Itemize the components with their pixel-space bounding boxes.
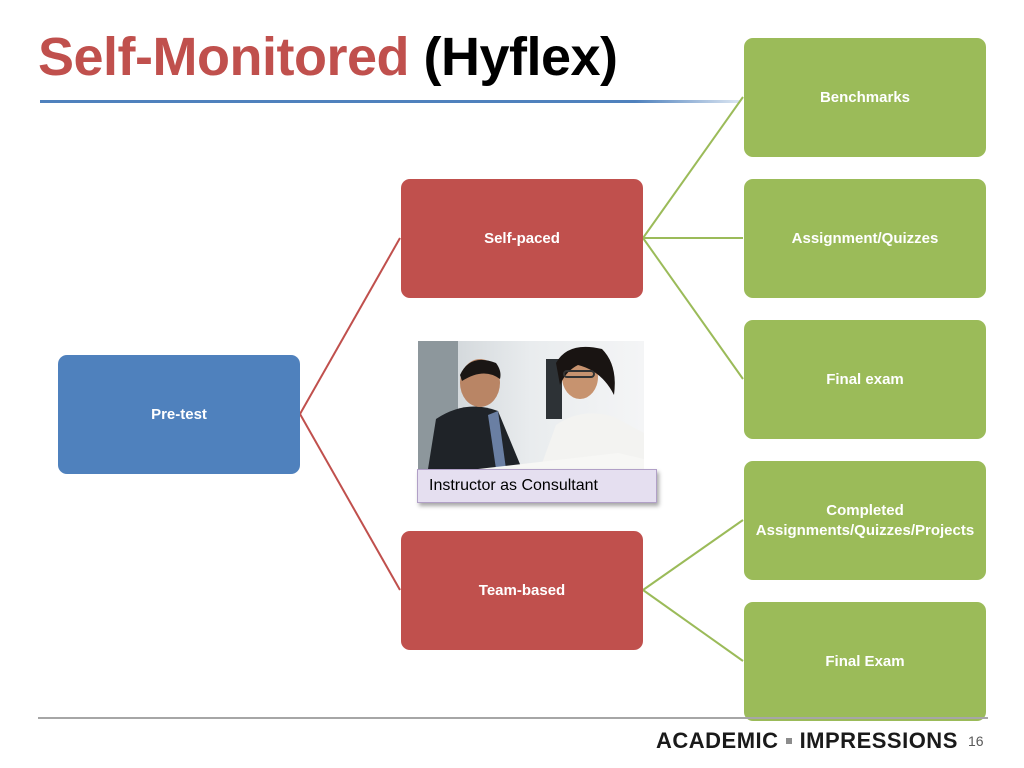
logo-separator: [785, 738, 792, 744]
node-pre-test: Pre-test: [58, 355, 300, 474]
connector-root-selfpaced: [299, 237, 401, 415]
node-assignment-quizzes: Assignment/Quizzes: [744, 179, 986, 298]
connector-selfpaced-benchmarks: [642, 96, 744, 239]
node-team-based: Team-based: [401, 531, 643, 650]
logo-text-right: IMPRESSIONS: [799, 728, 958, 753]
footer-divider: [38, 717, 988, 719]
node-self-paced: Self-paced: [401, 179, 643, 298]
node-pre-test-label: Pre-test: [151, 405, 207, 423]
page-number: 16: [968, 733, 984, 749]
title-underline: [40, 100, 740, 103]
academic-impressions-logo: ACADEMIC IMPRESSIONS: [656, 728, 958, 754]
node-final-exam-team-label: Final Exam: [825, 652, 905, 670]
connector-teambased-completed: [642, 519, 744, 591]
logo-text-left: ACADEMIC: [656, 728, 779, 753]
node-completed-assignments: Completed Assignments/Quizzes/Projects: [744, 461, 986, 580]
photo-caption: Instructor as Consultant: [417, 469, 657, 503]
node-team-based-label: Team-based: [478, 581, 566, 599]
connector-teambased-finalexam: [642, 589, 744, 662]
node-final-exam-label: Final exam: [826, 370, 904, 388]
connector-root-teambased: [299, 413, 401, 591]
title-part-2: (Hyflex): [423, 27, 619, 87]
node-final-exam: Final exam: [744, 320, 986, 439]
node-completed-assignments-label: Completed Assignments/Quizzes/Projects: [755, 501, 975, 539]
node-self-paced-label: Self-paced: [484, 229, 560, 247]
instructor-photo: [418, 341, 644, 469]
node-benchmarks: Benchmarks: [744, 38, 986, 157]
title-part-1: Self-Monitored: [38, 27, 409, 87]
slide-title: Self-Monitored (Hyflex): [38, 22, 618, 92]
node-assignment-quizzes-label: Assignment/Quizzes: [791, 229, 939, 247]
node-final-exam-team: Final Exam: [744, 602, 986, 721]
connector-selfpaced-finalexam: [642, 237, 744, 380]
node-benchmarks-label: Benchmarks: [819, 88, 911, 106]
